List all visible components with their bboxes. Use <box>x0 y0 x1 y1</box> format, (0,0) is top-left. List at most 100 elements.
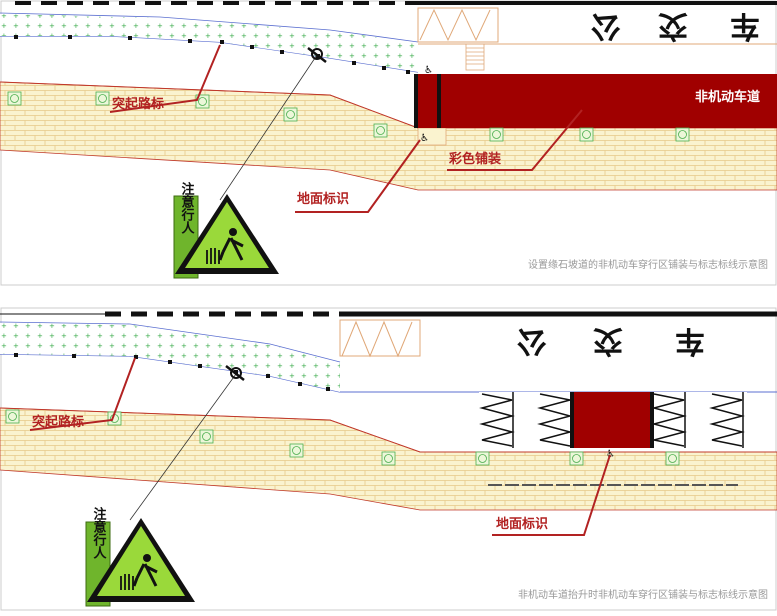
zigzag-ramp <box>709 393 745 447</box>
top-road-char-2: 交 <box>658 8 688 43</box>
top-callout-raised-marker: 突起路标 <box>112 96 164 112</box>
tactile-tile-dot <box>582 130 591 139</box>
bottom-callout-raised-marker: 突起路标 <box>32 414 84 430</box>
tactile-tile <box>373 123 388 138</box>
bottom-green-strip <box>0 323 340 392</box>
bottom-caption: 非机动车道抬升时非机动车穿行区铺装与标志标线示意图 <box>518 588 768 601</box>
bottom-zigzag <box>341 320 413 358</box>
bottom-kerb-line <box>0 407 777 453</box>
tactile-tile-dot <box>202 432 211 441</box>
zigzag-ramp <box>479 393 515 447</box>
top-kerb-black-right <box>437 74 441 128</box>
wheelchair-bicycle-icon: ♿ <box>424 65 433 76</box>
tactile-tile <box>579 127 594 142</box>
raised-marker-icon <box>14 35 18 39</box>
tactile-tile <box>289 443 304 458</box>
bottom-callout-raised-line <box>29 357 136 431</box>
wheelchair-bicycle-icon: ♿ <box>606 449 615 460</box>
tactile-tile-dot <box>678 130 687 139</box>
wheelchair-bicycle-icon: ♿ <box>420 133 429 144</box>
top-callout-colored-paving: 彩色铺装 <box>448 151 501 167</box>
top-sign-pole-icon <box>307 47 327 63</box>
top-callout-paving-line <box>447 109 583 171</box>
tactile-tile <box>7 91 22 106</box>
bottom-kerb-black-right <box>650 392 654 448</box>
raised-marker-icon <box>326 387 330 391</box>
raised-marker-icon <box>14 353 18 357</box>
bottom-raised-markers <box>14 353 330 391</box>
raised-marker-icon <box>168 360 172 364</box>
tactile-tile-dot <box>572 454 581 463</box>
tactile-tile <box>95 91 110 106</box>
raised-marker-icon <box>72 354 76 358</box>
top-road-char-3: 车 <box>730 8 760 43</box>
raised-marker-icon <box>250 45 254 49</box>
raised-marker-icon <box>188 39 192 43</box>
tactile-tile-dot <box>98 94 107 103</box>
bottom-road-char-3: 车 <box>675 323 705 358</box>
bottom-colored-paving <box>573 392 651 448</box>
top-sign-triangle-inner <box>185 202 269 268</box>
tactile-tile-dot <box>198 97 207 106</box>
top-callout-ground-marking: 地面标识 <box>297 191 349 207</box>
top-callout-ground-line <box>295 139 421 213</box>
zigzag-ramp <box>537 393 573 447</box>
raised-marker-icon <box>266 374 270 378</box>
top-sign-pointer <box>219 54 318 201</box>
top-green-strip <box>0 14 418 72</box>
bottom-panel: ♿ 公 交 车 突起路标 地面标识 注意行人 <box>0 307 777 611</box>
raised-marker-icon <box>382 66 386 70</box>
raised-marker-icon <box>198 364 202 368</box>
tactile-tile-dot <box>668 454 677 463</box>
tactile-tile <box>475 451 490 466</box>
tactile-tile <box>675 127 690 142</box>
zigzag-ramp <box>651 393 687 447</box>
raised-marker-icon <box>298 382 302 386</box>
bottom-blue-line-upper <box>0 321 341 363</box>
bottom-callout-ground-marking: 地面标识 <box>496 516 548 532</box>
bottom-warning-sign: 注意行人 <box>85 506 195 607</box>
top-bus-stop-box <box>417 7 499 43</box>
bottom-zigzag-ramps-right <box>651 392 745 448</box>
bottom-bus-stop-box <box>339 319 421 357</box>
bottom-sign-pointer <box>129 373 237 521</box>
tactile-tile <box>199 429 214 444</box>
tactile-tile-dot <box>376 126 385 135</box>
tactile-tile-dot <box>10 94 19 103</box>
bottom-sign-triangle-inner <box>97 526 185 596</box>
top-colored-paving <box>418 74 777 128</box>
raised-marker-icon <box>406 70 410 74</box>
bottom-sign-pole-icon <box>225 365 245 381</box>
tactile-tile-dot <box>478 454 487 463</box>
top-sign-text: 注意行人 <box>179 181 196 234</box>
tactile-tile-dot <box>384 454 393 463</box>
top-blue-line-upper <box>0 12 419 43</box>
raised-marker-icon <box>134 355 138 359</box>
tactile-tile-dot <box>292 446 301 455</box>
raised-marker-icon <box>352 61 356 65</box>
pedestrian-crossing-icon <box>206 228 244 264</box>
tactile-tile <box>665 451 680 466</box>
tactile-tile <box>489 127 504 142</box>
tactile-tile <box>569 451 584 466</box>
bottom-road-char-2: 交 <box>593 323 623 358</box>
tactile-tile <box>381 451 396 466</box>
top-road-char-1: 公 <box>591 8 621 43</box>
top-zigzag <box>419 8 491 42</box>
raised-marker-icon <box>68 35 72 39</box>
tactile-tile-dot <box>8 412 17 421</box>
top-kerb-line <box>0 81 419 129</box>
top-lane-label: 非机动车道 <box>695 89 760 105</box>
raised-marker-icon <box>280 50 284 54</box>
raised-marker-icon <box>220 40 224 44</box>
bottom-road-char-1: 公 <box>517 323 547 358</box>
top-warning-sign: 注意行人 <box>173 181 279 279</box>
top-tactile-tiles <box>7 91 690 142</box>
tactile-tile <box>283 107 298 122</box>
bottom-callout-ground-line <box>492 454 611 536</box>
tactile-tile-dot <box>492 130 501 139</box>
top-caption: 设置缘石坡道的非机动车穿行区铺装与标志标线示意图 <box>528 258 768 271</box>
bottom-kerb-black-left <box>570 392 574 448</box>
top-kerb-black-left <box>414 74 418 128</box>
